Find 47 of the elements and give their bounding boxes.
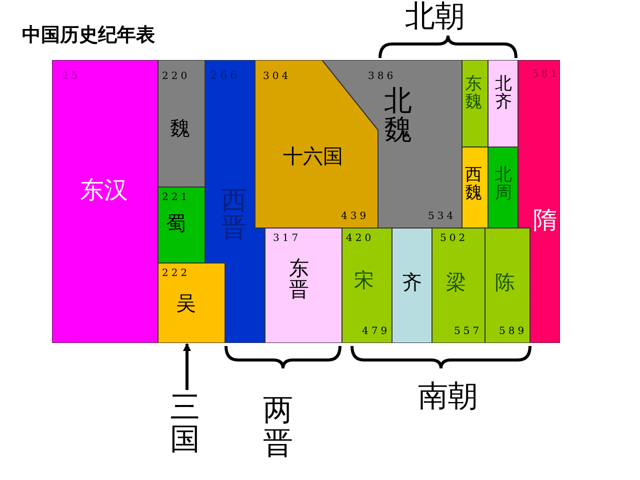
dynasty-block <box>432 228 485 343</box>
dynasty-name: 东晋 <box>289 258 310 300</box>
year-label: 220 <box>162 72 190 82</box>
dynasty-name: 北周 <box>495 167 513 203</box>
year-label: 420 <box>346 234 374 244</box>
dynasty-block <box>265 228 342 343</box>
year-label: 221 <box>162 193 190 204</box>
dynasty-block <box>342 228 392 343</box>
dynasty-name: 十六国 <box>283 146 343 167</box>
dynasty-block <box>485 228 530 343</box>
year-label: 589 <box>499 327 528 338</box>
dynasty-name: 魏 <box>170 118 190 139</box>
dynasty-name: 三国 <box>170 392 201 455</box>
dynasty-block <box>322 60 462 228</box>
dynasty-block <box>392 228 432 343</box>
year-label: 534 <box>428 212 456 222</box>
dynasty-block <box>205 60 265 343</box>
dynasty-name: 东汉 <box>80 178 128 204</box>
arrow <box>183 343 191 390</box>
dynasty-name: 吴 <box>176 293 196 314</box>
dynasty-name: 宋 <box>354 270 374 291</box>
dynasty-name: 东魏 <box>465 76 483 112</box>
year-label: 25 <box>62 72 81 82</box>
dynasty-name: 蜀 <box>166 213 186 234</box>
period-label: 北朝 <box>405 0 465 33</box>
dynasty-name: 陈 <box>495 272 515 293</box>
year-label: 317 <box>273 234 302 244</box>
dynasty-name: 隋 <box>533 208 557 234</box>
year-label: 502 <box>440 234 468 244</box>
year-label: 266 <box>210 70 240 82</box>
period-label: 两晋 <box>263 394 294 460</box>
year-label: 479 <box>362 327 390 338</box>
year-label: 304 <box>263 72 292 82</box>
year-label: 581 <box>532 70 560 80</box>
year-label: 439 <box>341 212 370 222</box>
period-label: 南朝 <box>418 380 478 413</box>
dynasty-block <box>52 60 158 343</box>
dynasty-name: 齐 <box>402 272 422 293</box>
year-label: 557 <box>454 327 482 338</box>
dynasty-name: 梁 <box>446 272 466 293</box>
dynasty-name: 西晋 <box>221 188 248 243</box>
dynasty-name: 北齐 <box>495 76 513 112</box>
year-label: 386 <box>368 72 396 82</box>
dynasty-name: 西魏 <box>465 167 483 203</box>
year-label: 222 <box>162 269 190 280</box>
dynasty-name: 北魏 <box>384 86 413 145</box>
chart-title: 中国历史纪年表 <box>22 23 155 48</box>
